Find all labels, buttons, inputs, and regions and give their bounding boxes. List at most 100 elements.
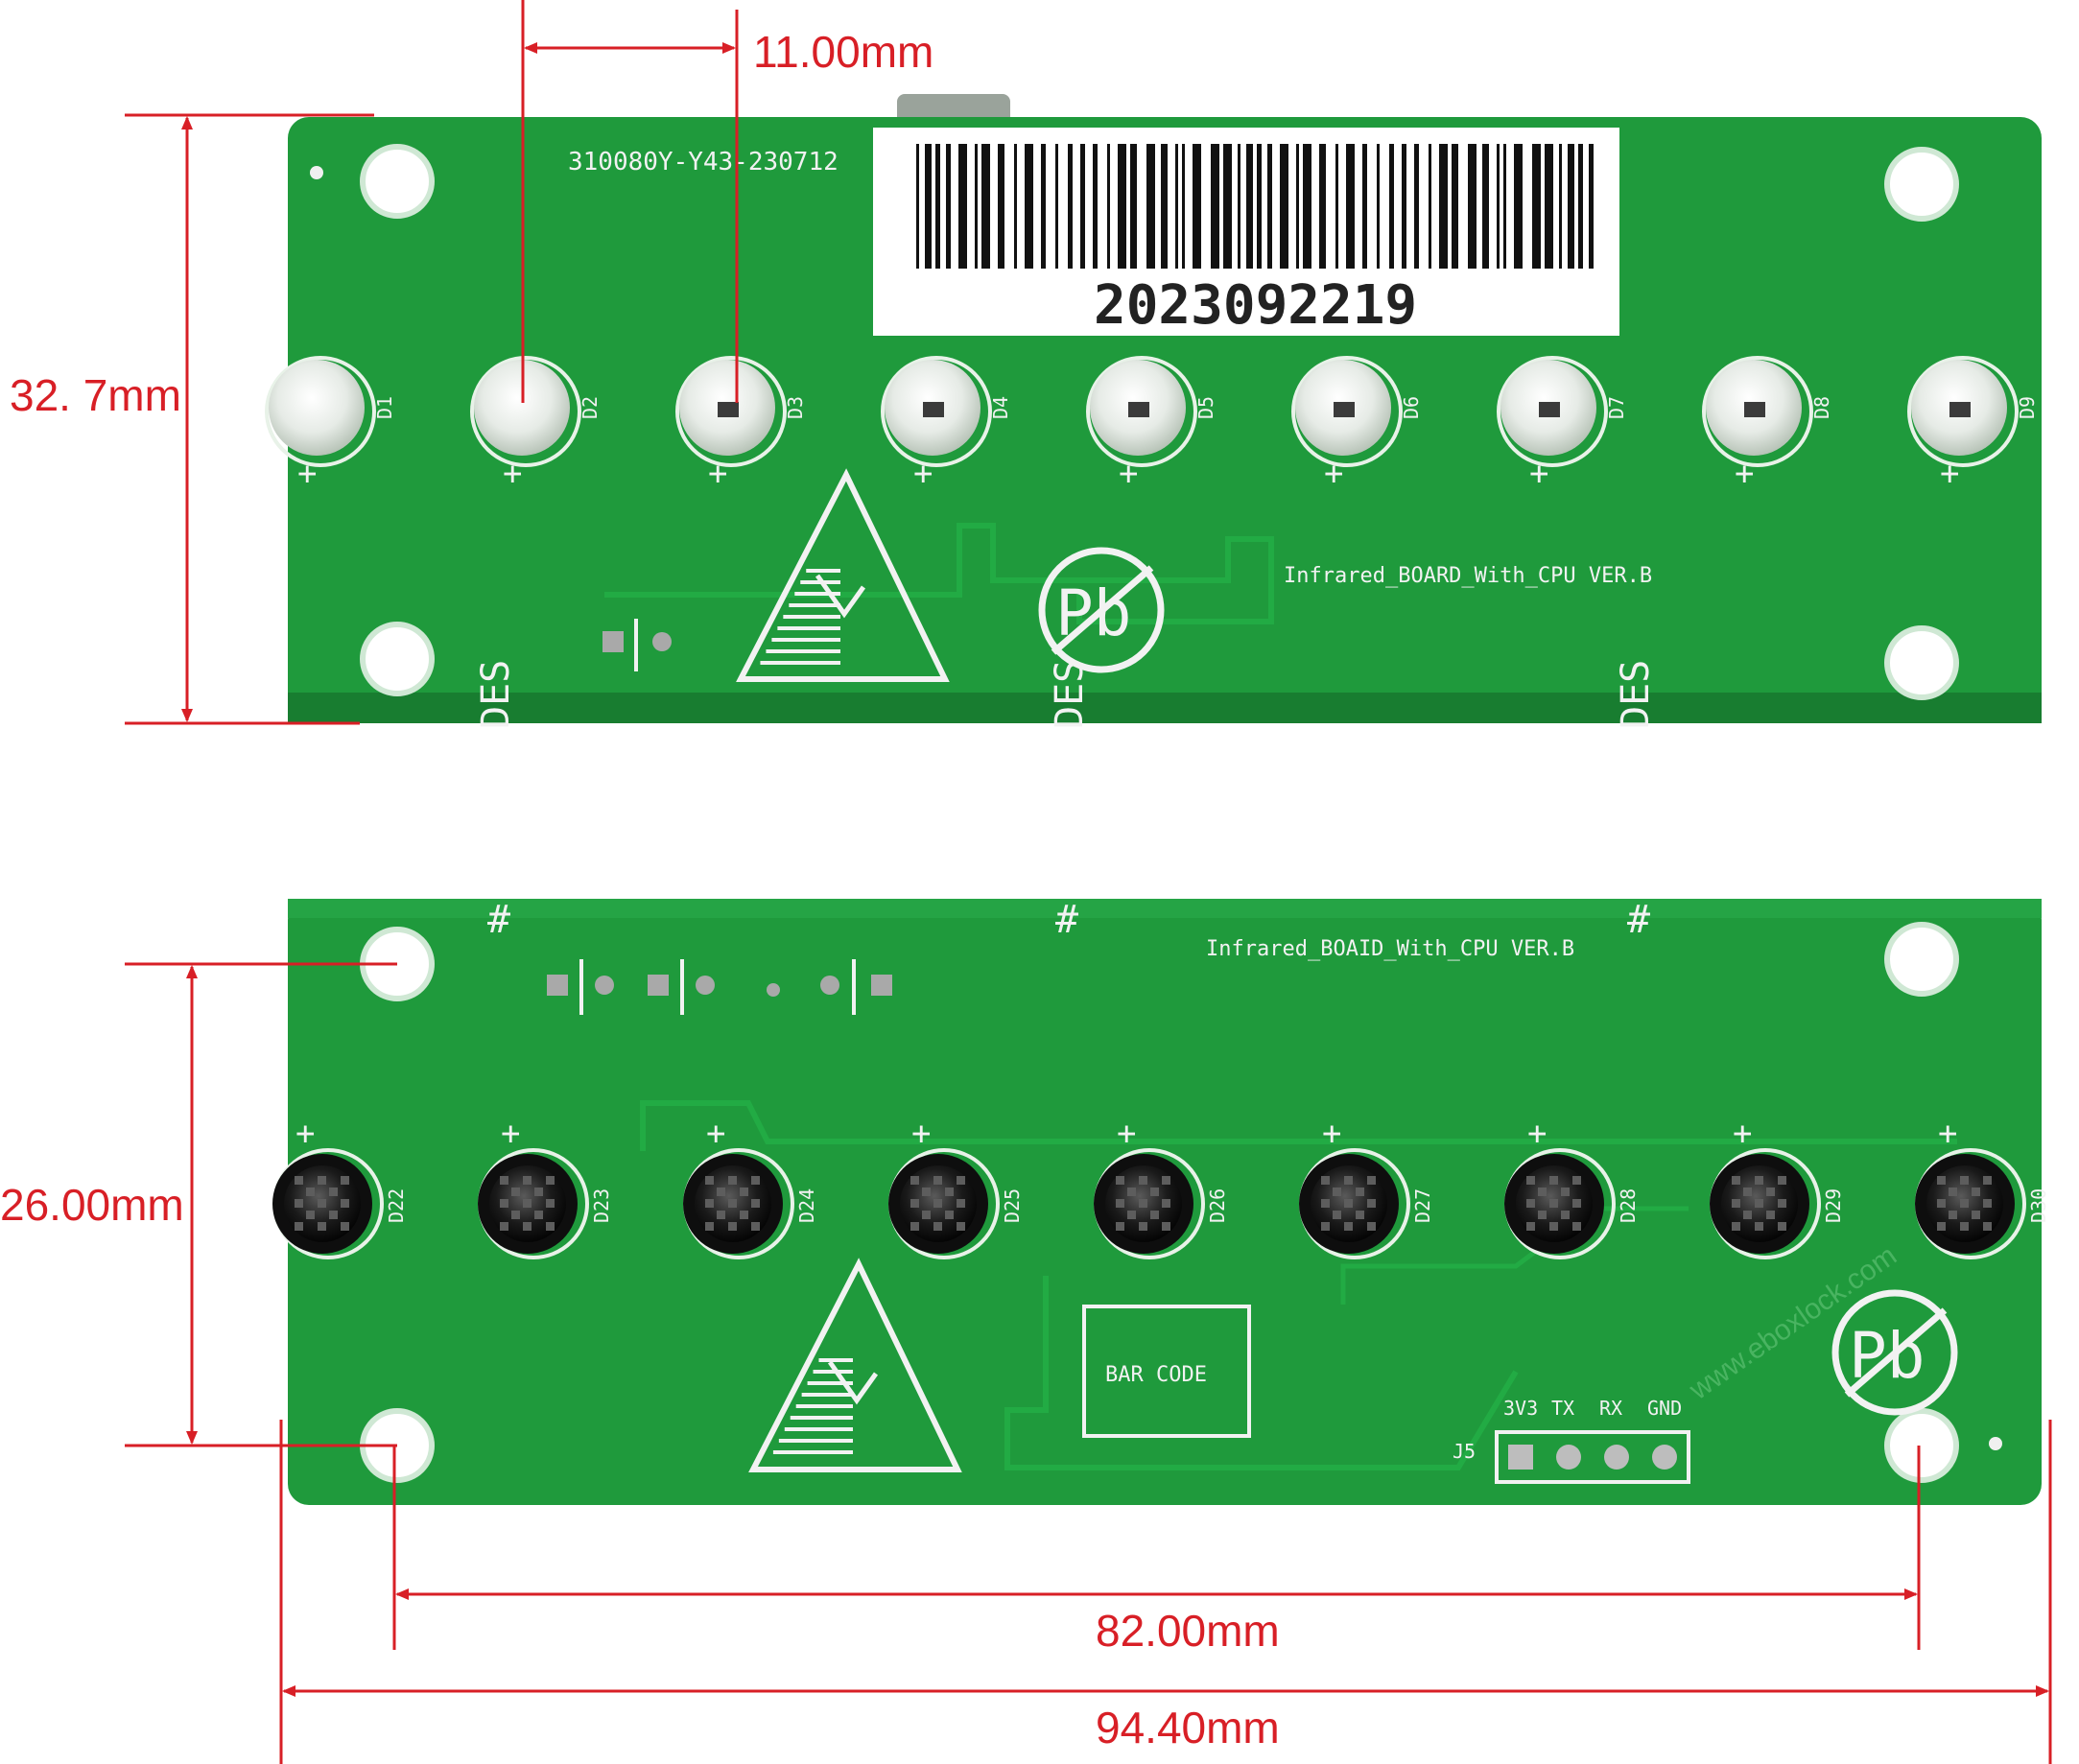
barcode-bar: [1559, 144, 1562, 269]
sensor-polarity-mark: +: [1322, 1115, 1341, 1153]
barcode-bar: [1246, 144, 1253, 269]
led-d6: D6+: [1291, 356, 1423, 493]
sensor-dome-cell: [1983, 1176, 1992, 1185]
barcode-bar: [1362, 144, 1367, 269]
bottom-trace-2: [1004, 1276, 1519, 1470]
sensor-dome-cell: [1538, 1211, 1547, 1219]
sensor-dome-cell: [1937, 1176, 1946, 1185]
sensor-dome-cell: [1356, 1188, 1364, 1196]
sensor-dome-cell: [1549, 1199, 1558, 1208]
sensor-dome-cell: [910, 1199, 919, 1208]
sensor-dome-cell: [1127, 1211, 1136, 1219]
sensor-dome-cell: [1367, 1222, 1376, 1231]
sensor-dome-cell: [1949, 1188, 1957, 1196]
bottom-trace-3: [1340, 1206, 1689, 1305]
barcode-bar: [1055, 144, 1058, 269]
bottom-pb-label: Pb: [1849, 1319, 1925, 1393]
top-small-component: [602, 619, 672, 671]
sensor-label: D27: [1411, 1188, 1434, 1223]
sensor-dome-cell: [1960, 1222, 1969, 1231]
sensor-polarity-mark: +: [911, 1115, 931, 1153]
sensor-dome-cell: [957, 1199, 965, 1208]
bottom-board: # # # Infrared_BOAID_With_CPU VER.B D22+…: [272, 898, 2050, 1505]
barcode-bar: [1319, 144, 1326, 269]
sensor-dome-cell: [933, 1199, 942, 1208]
sensor-dome-cell: [1561, 1188, 1570, 1196]
sensor-dome-cell: [945, 1188, 954, 1196]
top-trace: [604, 523, 1274, 624]
sensor-dome-cell: [1755, 1176, 1763, 1185]
sensor-dome-cell: [1937, 1222, 1946, 1231]
barcode-bar: [1545, 144, 1553, 269]
sensor-dome-cell: [1732, 1222, 1740, 1231]
sensor-dome-cell: [717, 1188, 725, 1196]
sensor-dome-cell: [318, 1176, 326, 1185]
pb-free-icon-bottom: Pb: [1831, 1289, 1958, 1416]
led-label: D8: [1810, 396, 1833, 419]
pitch-label: 11.00mm: [753, 27, 933, 77]
sensor-dome-cell: [957, 1176, 965, 1185]
led-d4: D4+: [881, 356, 1012, 493]
sensor-dome-cell: [306, 1211, 315, 1219]
sensor-dome-cell: [295, 1176, 303, 1185]
sensor-dome-cell: [500, 1222, 508, 1231]
led-d1: D1+: [265, 356, 396, 493]
ir-sensor-d26: D26+: [1094, 1115, 1229, 1259]
sensor-dome-cell: [341, 1222, 349, 1231]
sensor-dome-cell: [1572, 1176, 1581, 1185]
sensor-dome-cell: [341, 1199, 349, 1208]
ir-sensor-d28: D28+: [1504, 1115, 1640, 1259]
barcode-bar: [975, 144, 978, 269]
sensor-dome-cell: [910, 1176, 919, 1185]
sensor-dome-cell: [1937, 1199, 1946, 1208]
led-label: D5: [1194, 396, 1217, 419]
top-des-label-1: DES: [474, 660, 518, 729]
sensor-label: D28: [1617, 1188, 1640, 1223]
sensor-polarity-mark: +: [295, 1115, 315, 1153]
barcode-bar: [1093, 144, 1098, 269]
sensor-dome-cell: [728, 1176, 737, 1185]
barcode-bar: [1589, 144, 1594, 269]
led-d2: D2+: [470, 356, 602, 493]
sensor-dome-cell: [1743, 1188, 1752, 1196]
barcode-bar: [1335, 144, 1338, 269]
barcode-bar: [958, 144, 967, 269]
sensor-dome-cell: [1162, 1199, 1170, 1208]
width-label: 94.40mm: [1096, 1703, 1280, 1752]
sensor-polarity-mark: +: [1117, 1115, 1136, 1153]
barcode-bar: [1014, 144, 1017, 269]
bottom-pcb-edge: [288, 899, 2042, 918]
sensor-dome-cell: [295, 1222, 303, 1231]
sensor-dome-cell: [933, 1222, 942, 1231]
led-label: D4: [989, 396, 1012, 419]
barcode-bar: [1568, 144, 1574, 269]
sensor-dome-cell: [1139, 1199, 1147, 1208]
sensor-dome-cell: [1150, 1188, 1159, 1196]
bottom-smd-components: [547, 959, 892, 1015]
sensor-dome-cell: [1139, 1176, 1147, 1185]
ir-sensor-d24: D24+: [683, 1115, 818, 1259]
led-label: D2: [579, 396, 602, 419]
sensor-dome-cell: [1344, 1222, 1353, 1231]
barcode-bar: [1193, 144, 1201, 269]
led-label: D3: [784, 396, 807, 419]
dimension-annotations: [125, 0, 2052, 1764]
sensor-dome-cell: [1321, 1222, 1330, 1231]
barcode-bar: [1346, 144, 1355, 269]
sensor-dome-cell: [1526, 1199, 1535, 1208]
sensor-dome-cell: [1333, 1188, 1341, 1196]
barcode-bar: [1452, 144, 1458, 269]
sensor-dome-cell: [957, 1222, 965, 1231]
led-d3: D3+: [675, 356, 807, 493]
sensor-dome-cell: [1162, 1176, 1170, 1185]
sensor-dome-cell: [318, 1199, 326, 1208]
hole-spacing-label: 82.00mm: [1096, 1606, 1280, 1656]
barcode-bar: [1041, 144, 1046, 269]
sensor-dome-cell: [1162, 1222, 1170, 1231]
sensor-dome-cell: [523, 1176, 532, 1185]
led-label: D7: [1605, 396, 1628, 419]
sensor-dome-cell: [1321, 1176, 1330, 1185]
sensor-dome-cell: [728, 1222, 737, 1231]
barcode-bar: [1296, 144, 1299, 269]
